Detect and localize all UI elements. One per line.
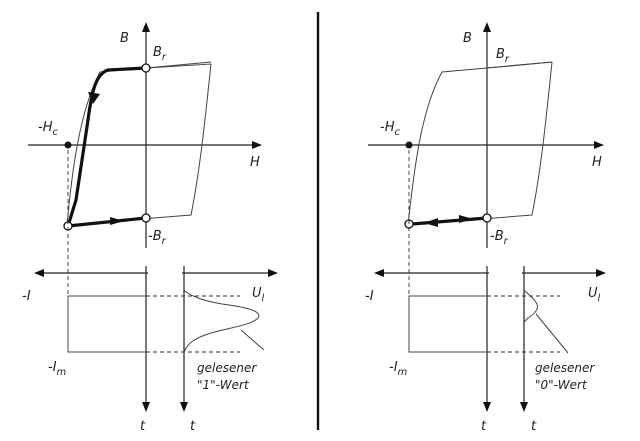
left-trajectory-arrow-down [88, 92, 100, 104]
right-i-axis-arrow [374, 269, 384, 277]
left-i-axis-arrow [34, 269, 44, 277]
right-label-t-voltage: t [531, 419, 537, 434]
right-trajectory-arrow-left [424, 218, 438, 227]
left-t-axis-current-arrow [142, 402, 150, 412]
left-voltage-signal [183, 289, 260, 353]
right-u-axis-arrow [596, 269, 606, 277]
left-label-ul: Ul [252, 286, 265, 304]
left-label-neg-br: -Br [148, 229, 167, 247]
right-b-axis-arrow [483, 22, 491, 32]
right-h-axis-arrow [594, 141, 604, 149]
right-label-neg-i: -I [365, 289, 374, 304]
left-label-t-current: t [140, 419, 146, 434]
left-loop-right-edge [145, 61, 212, 69]
left-read-trajectory [66, 66, 148, 228]
left-t-axis-voltage-arrow [180, 402, 188, 412]
left-trajectory-arrow-right [110, 217, 124, 225]
right-label-b: B [463, 31, 472, 46]
right-label-t-current: t [481, 419, 487, 434]
left-label-t-voltage: t [190, 419, 196, 434]
right-annotation-leader [535, 313, 569, 354]
left-label-b: B [120, 31, 129, 46]
left-point-neg-br [141, 213, 151, 223]
left-h-axis-arrow [252, 141, 262, 149]
right-label-ul: Ul [588, 286, 601, 304]
left-point-br [141, 63, 151, 73]
right-label-br: Br [496, 47, 510, 65]
left-panel: B Br H -Hc -Br gelesener "1"-Wert -I -Im… [22, 22, 278, 434]
left-label-h: H [250, 155, 260, 170]
left-label-neg-hc: -Hc [38, 120, 58, 138]
right-label-neg-hc: -Hc [380, 120, 400, 138]
right-panel: B Br H -Hc -Br gelesener "0"-Wert -I -Im… [365, 22, 606, 434]
right-point-neg-br [482, 213, 492, 223]
right-t-axis-voltage-arrow [520, 402, 528, 412]
left-current-pulse [67, 295, 146, 353]
left-label-neg-im: -Im [48, 360, 67, 378]
right-point-neg-hc [405, 141, 413, 149]
right-label-neg-im: -Im [389, 360, 408, 378]
left-label-neg-i: -I [22, 289, 31, 304]
left-label-br: Br [153, 45, 167, 63]
left-annotation-line2: "1"-Wert [197, 378, 250, 392]
left-annotation-line1: gelesener [197, 361, 257, 375]
right-read-trajectory [410, 216, 489, 226]
right-loop-right-edge [486, 61, 553, 69]
right-t-axis-current-arrow [483, 402, 491, 412]
left-b-axis-arrow [142, 22, 150, 32]
right-voltage-signal [523, 289, 538, 323]
left-point-neg-hc [64, 141, 72, 149]
right-annotation-line2: "0"-Wert [535, 378, 588, 392]
left-u-axis-arrow [268, 269, 278, 277]
right-annotation-line1: gelesener [535, 361, 595, 375]
right-label-h: H [592, 155, 602, 170]
left-annotation-leader [240, 329, 265, 351]
right-hysteresis-loop [407, 61, 553, 226]
right-current-pulse [408, 295, 487, 353]
right-trajectory-arrow-right [459, 215, 473, 223]
right-label-neg-br: -Br [490, 229, 509, 247]
